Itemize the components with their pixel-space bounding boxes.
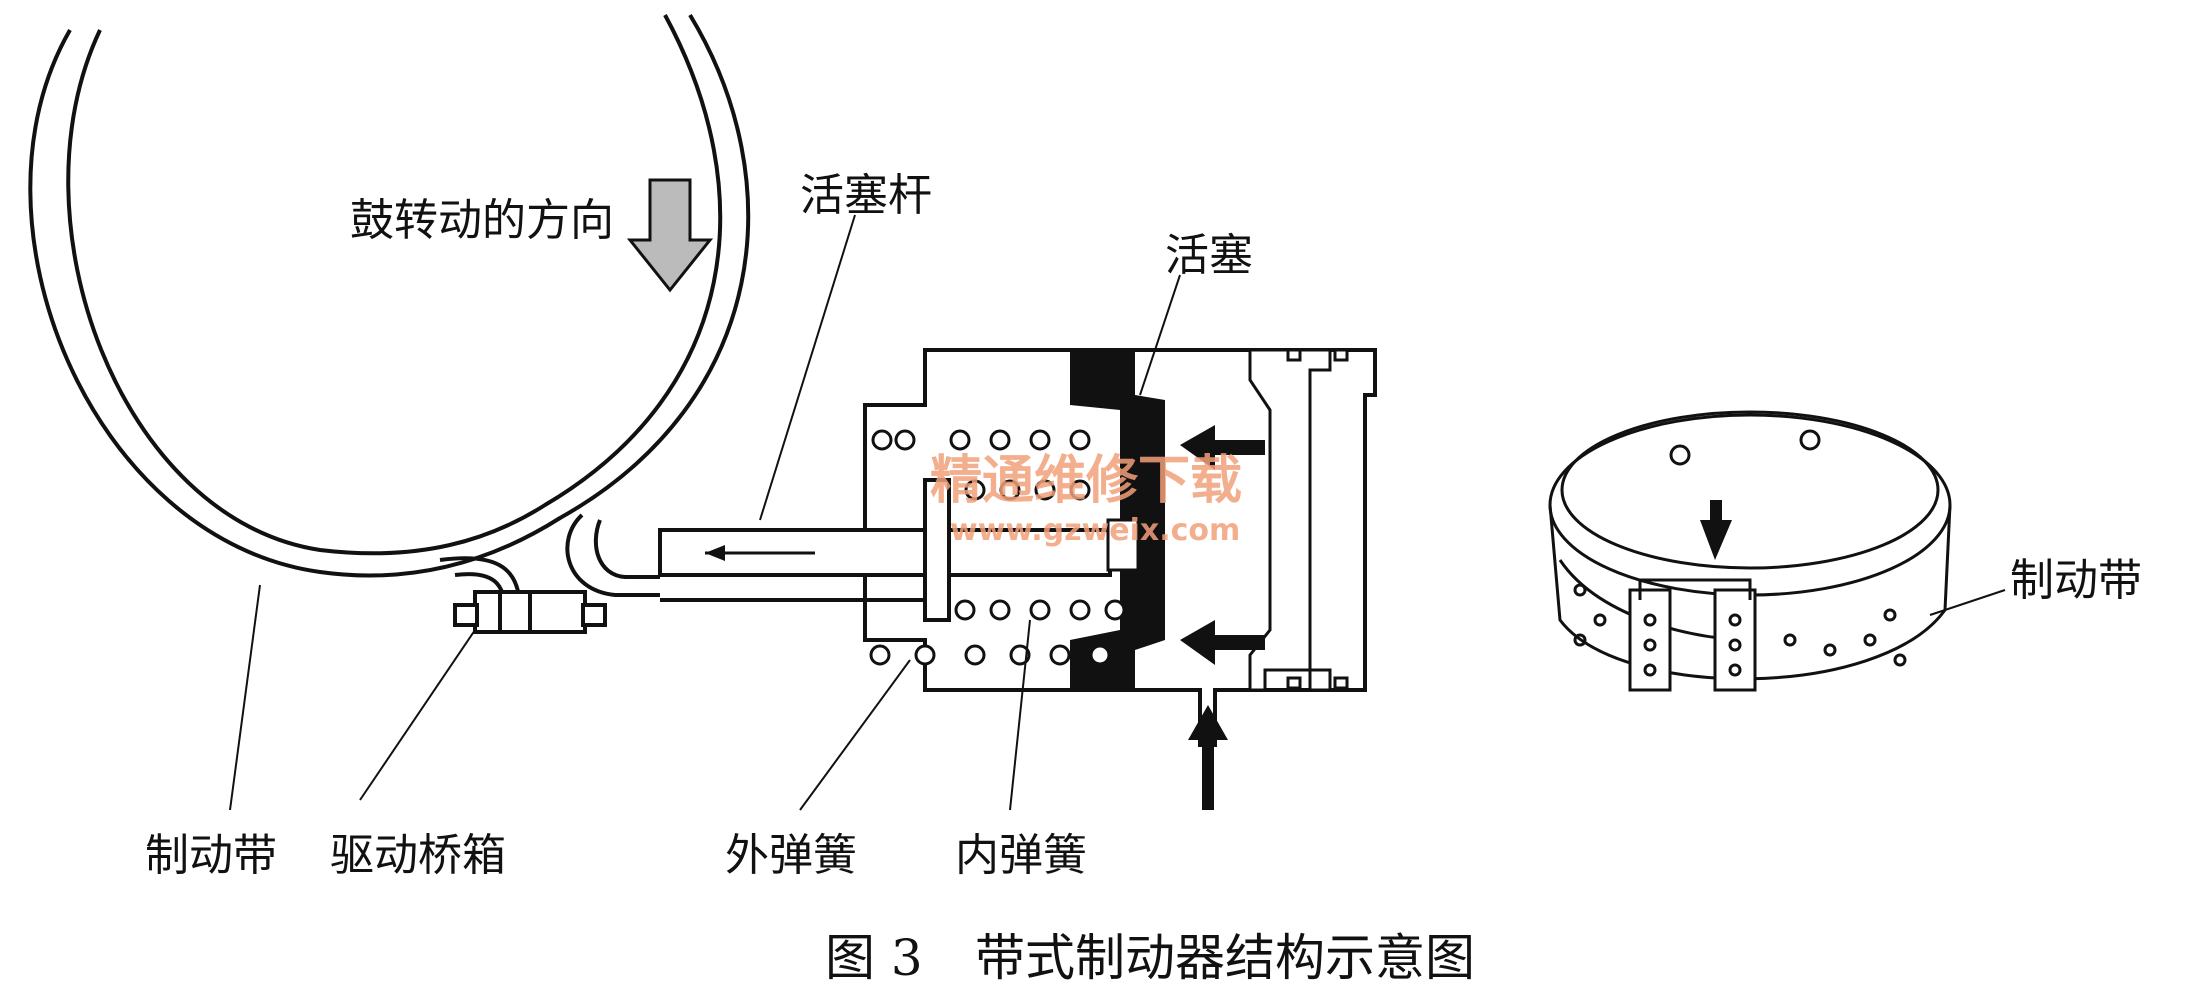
brake-band-label-right: 制动带 — [2010, 555, 2142, 606]
brake-band-label-left: 制动带 — [145, 830, 277, 881]
figure-title: 带式制动器结构示意图 — [975, 929, 1475, 987]
piston — [1070, 350, 1165, 690]
figure-number: 图 3 — [825, 929, 923, 987]
outer-spring-label: 外弹簧 — [725, 830, 857, 881]
drum-direction-arrow — [626, 178, 714, 293]
piston-label: 活塞 — [1165, 230, 1253, 281]
anchor-block — [453, 590, 607, 634]
brake-band-ring — [1548, 410, 1952, 692]
pressure-arrow-upper — [1180, 425, 1265, 470]
band-gap-arrow — [1700, 500, 1732, 560]
pressure-arrow-lower — [1180, 620, 1265, 665]
drum-direction-label: 鼓转动的方向 — [350, 195, 614, 246]
leader-lines — [229, 214, 2006, 811]
brake-drum — [28, 13, 751, 578]
piston-rod-label: 活塞杆 — [800, 170, 932, 221]
watermark-url: www.gzweix.com — [950, 513, 1240, 548]
inner-spring — [954, 479, 1126, 621]
piston-rod — [658, 528, 1112, 577]
drive-axle-housing-label: 驱动桥箱 — [330, 830, 506, 881]
inner-spring-label: 内弹簧 — [955, 830, 1087, 881]
pressure-arrow-inlet — [1188, 705, 1228, 810]
watermark-name: 精通维修下载 — [930, 451, 1242, 511]
outer-spring — [869, 429, 1111, 666]
brake-cylinder — [658, 348, 1377, 810]
rod-direction-arrow — [705, 545, 815, 561]
